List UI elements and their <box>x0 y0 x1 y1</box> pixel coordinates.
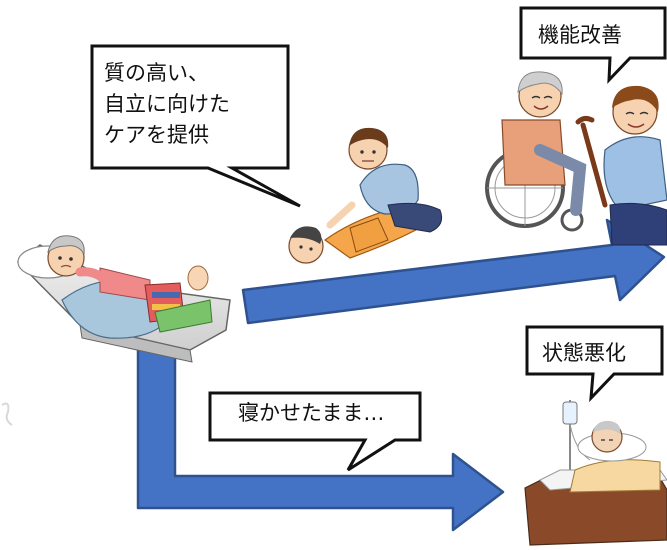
downward-arrow <box>136 345 505 532</box>
worse-label: 状態悪化 <box>542 341 626 365</box>
bedridden-elderly-woman <box>16 235 231 363</box>
worse-speech-bubble <box>525 325 664 403</box>
care-line-3: ケアを提供 <box>104 123 209 147</box>
improve-label: 機能改善 <box>538 23 622 47</box>
care-speech-bubble <box>90 44 301 208</box>
bedridden-label: 寝かせたまま… <box>238 401 385 425</box>
care-line-2: 自立に向けた <box>104 92 230 116</box>
wheelchair-elderly-woman <box>485 71 587 232</box>
iv-drip-patient <box>524 400 667 546</box>
caregiver-helping-patient <box>288 127 443 264</box>
care-line-1: 質の高い、 <box>104 61 209 85</box>
bedridden-speech-bubble <box>208 391 422 472</box>
care-bubble-text: 質の高い、自立に向けたケアを提供 <box>104 58 230 151</box>
caregiver-with-cane <box>575 85 667 246</box>
faint-mark <box>1 402 13 426</box>
improve-speech-bubble <box>519 6 667 84</box>
upward-arrow <box>241 218 666 325</box>
